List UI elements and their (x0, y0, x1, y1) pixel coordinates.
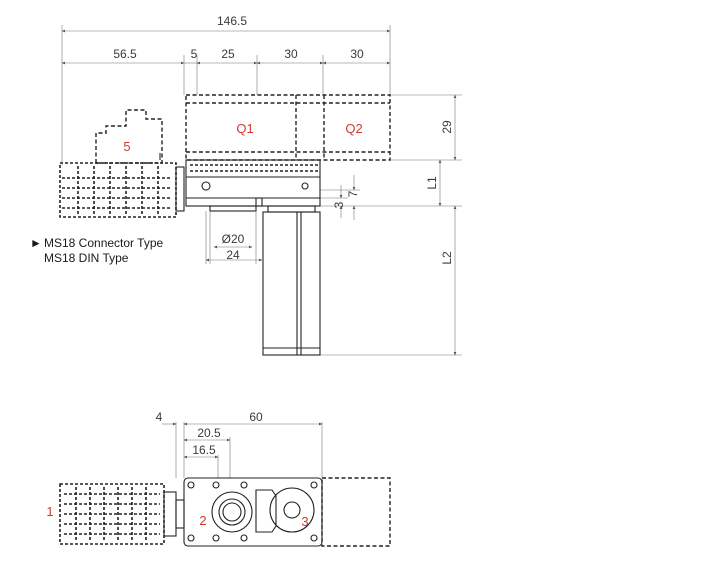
legend-line-1: MS18 Connector Type (44, 236, 164, 250)
dim-seg-b: 5 (191, 47, 198, 61)
dim-3: 3 (332, 201, 346, 208)
dim-24: 24 (226, 248, 240, 262)
right-dimension-lines (320, 94, 462, 356)
gearbox-body (185, 159, 321, 212)
legend: ► MS18 Connector Type MS18 DIN Type (30, 236, 164, 265)
top-dimension-texts: 146.5 56.5 5 25 30 30 (113, 14, 364, 61)
cable-gland-bottom (59, 483, 185, 545)
flange-bottom (183, 477, 323, 547)
legend-marker: ► (30, 236, 42, 250)
dim-seg-a: 56.5 (113, 47, 137, 61)
label-3: 3 (301, 514, 308, 529)
dim-seg-e: 30 (350, 47, 364, 61)
legend-line-2: MS18 DIN Type (44, 251, 129, 265)
label-q2: Q2 (345, 121, 362, 136)
top-dimension-lines (61, 25, 391, 165)
label-5: 5 (123, 139, 130, 154)
q-module-bottom (321, 477, 391, 547)
label-2: 2 (199, 513, 206, 528)
motor (262, 205, 321, 356)
bottom-dimension-lines (162, 422, 323, 478)
dim-4: 4 (156, 410, 163, 424)
right-dimension-texts: 29 L1 L2 7 3 (332, 120, 454, 265)
dim-seg-d: 30 (284, 47, 298, 61)
dim-seg-c: 25 (221, 47, 235, 61)
label-1: 1 (46, 504, 53, 519)
dim-29: 29 (440, 120, 454, 134)
dim-20-5: 20.5 (197, 426, 221, 440)
bottom-dimension-texts: 4 60 20.5 16.5 (156, 410, 263, 457)
dim-7: 7 (346, 190, 360, 197)
dim-overall: 146.5 (217, 14, 247, 28)
dim-16-5: 16.5 (192, 443, 216, 457)
dim-60: 60 (249, 410, 263, 424)
connector-5 (95, 109, 163, 164)
dim-diameter: Ø20 (222, 232, 245, 246)
dim-l2: L2 (440, 251, 454, 265)
shaft-dimension-lines (205, 211, 263, 264)
label-q1: Q1 (236, 121, 253, 136)
cable-gland-top (59, 162, 185, 218)
dim-l1: L1 (425, 176, 439, 190)
